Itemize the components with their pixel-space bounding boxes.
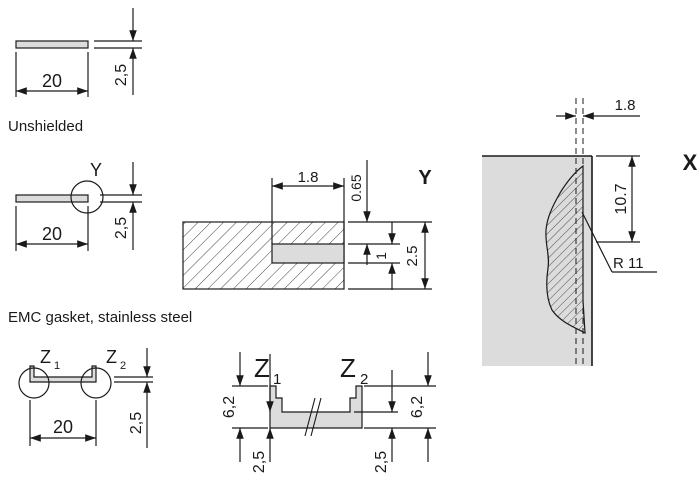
dim-10-7: 10.7 — [613, 183, 630, 214]
emc-gasket-profile — [18, 348, 153, 448]
dim-6-2-right: 6,2 — [409, 396, 426, 418]
z2-marker-small: Z 2 — [106, 347, 126, 372]
z1-letter-large: Z — [254, 353, 270, 383]
z1-letter: Z — [40, 347, 51, 367]
width-dimension: 20 — [42, 71, 62, 91]
detail-x-title: X — [683, 150, 698, 175]
width-dimension-3: 20 — [53, 417, 73, 437]
dim-6-2-left: 6,2 — [221, 396, 238, 418]
z2-letter: Z — [106, 347, 117, 367]
radius-label: R 11 — [613, 255, 644, 272]
dim-1-8-y: 1.8 — [298, 169, 319, 186]
z1-marker-large: Z 1 — [254, 353, 281, 388]
caption-unshielded: Unshielded — [8, 118, 84, 135]
unshielded-profile — [15, 8, 142, 97]
thickness-dimension: 2,5 — [113, 64, 130, 86]
width-dimension-2: 20 — [42, 224, 62, 244]
detail-y-section — [182, 160, 432, 290]
dim-2-5-left: 2,5 — [251, 451, 268, 473]
profile-with-detail-y — [15, 162, 142, 251]
dim-1: 1 — [373, 252, 389, 260]
detail-x-section — [482, 98, 657, 368]
caption-emc-gasket: EMC gasket, stainless steel — [8, 309, 193, 326]
detail-y-marker: Y — [90, 160, 102, 180]
thickness-dimension-2: 2,5 — [113, 217, 130, 239]
dim-0-65: 0.65 — [348, 174, 364, 201]
z2-sub-large: 2 — [360, 371, 368, 388]
dim-2-5: 2.5 — [404, 246, 421, 267]
z2-letter-large: Z — [340, 353, 356, 383]
z1-sub-large: 1 — [273, 371, 281, 388]
z1-marker-small: Z 1 — [40, 347, 60, 372]
z1-sub: 1 — [54, 360, 60, 372]
detail-y-title: Y — [418, 167, 432, 189]
dim-2-5-right: 2,5 — [373, 451, 390, 473]
emc-gasket-detail — [232, 352, 436, 462]
thickness-dimension-3: 2,5 — [128, 412, 145, 434]
dim-1-8-x: 1.8 — [615, 97, 636, 114]
z2-marker-large: Z 2 — [340, 353, 368, 388]
z2-sub: 2 — [120, 360, 126, 372]
